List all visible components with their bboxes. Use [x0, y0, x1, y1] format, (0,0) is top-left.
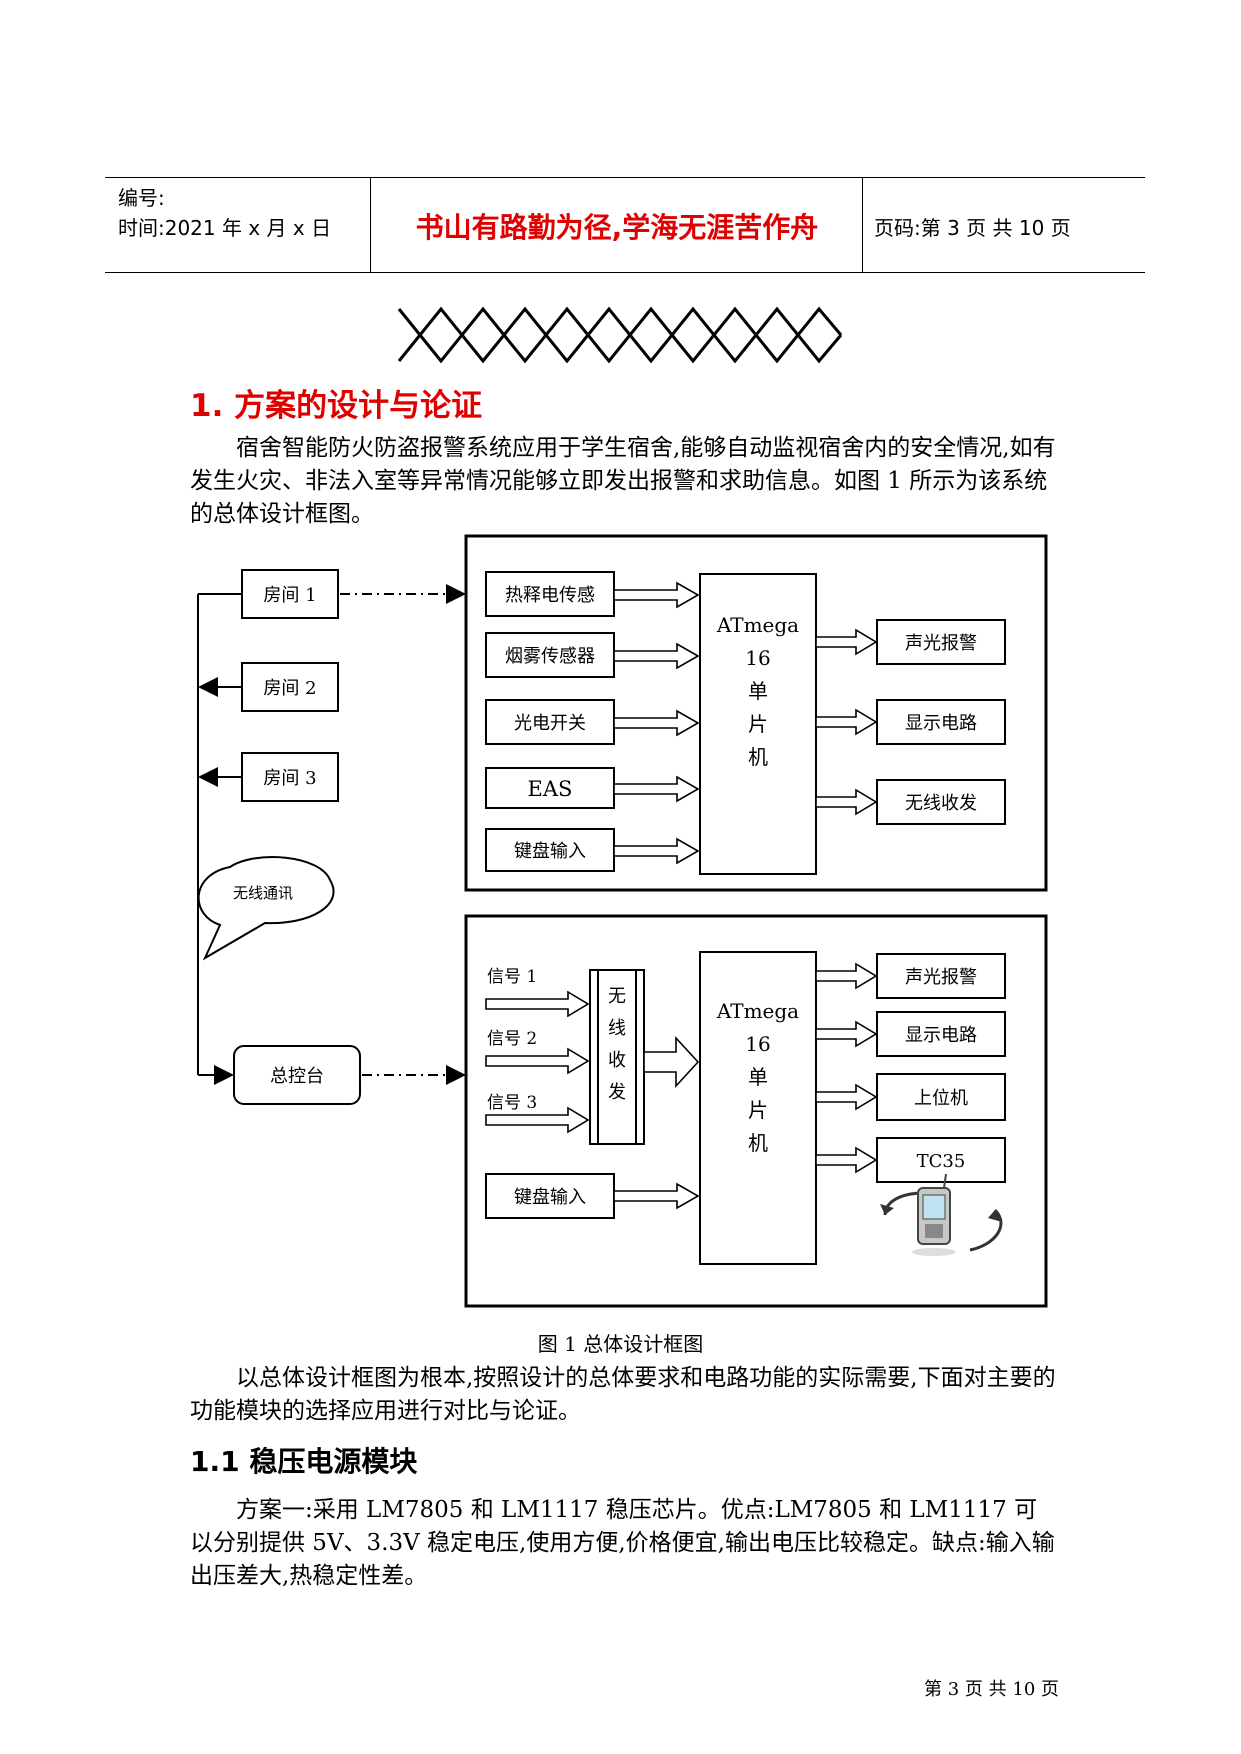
section-paragraph: 宿舍智能防火防盗报警系统应用于学生宿舍,能够自动监视宿舍内的安全情况,如有发生火… [190, 435, 1056, 527]
wireless-bubble [197, 856, 335, 961]
top-output-2-label: 显示电路 [905, 713, 977, 734]
header-time: 时间:2021 年 x 月 x 日 [118, 216, 332, 240]
system-block-diagram: 房间 1 房间 2 房间 3 总控台 无线通讯 热释电传感 烟雾传感器 光电开关… [197, 534, 1048, 1308]
top-input-3-label: 光电开关 [514, 713, 586, 734]
top-output-3-label: 无线收发 [905, 793, 977, 814]
bottom-output-1-label: 声光报警 [905, 967, 977, 988]
top-mcu-line-5: 机 [748, 745, 768, 769]
bottom-mcu-line-2: 16 [745, 1032, 770, 1056]
top-input-2-label: 烟雾传感器 [505, 646, 595, 667]
decorative-zigzag [397, 306, 843, 364]
transceiver-line-1: 无 [608, 986, 626, 1007]
top-input-5-label: 键盘输入 [514, 841, 586, 862]
phone-icon [880, 1173, 1003, 1256]
header-divider-left [370, 177, 371, 273]
header-number: 编号: [118, 186, 165, 210]
bottom-mcu-line-1: ATmega [716, 999, 799, 1023]
bottom-output-2-label: 显示电路 [905, 1025, 977, 1046]
top-output-1-label: 声光报警 [905, 633, 977, 654]
console-box [233, 1045, 361, 1105]
figure-caption: 图 1 总体设计框图 [537, 1332, 704, 1356]
header-left: 编号: 时间:2021 年 x 月 x 日 [118, 183, 331, 243]
top-mcu-line-4: 片 [748, 712, 768, 736]
transceiver-line-2: 线 [608, 1018, 626, 1039]
bottom-mcu-line-5: 机 [748, 1131, 768, 1155]
page-footer: 第 3 页 共 10 页 [924, 1679, 1059, 1700]
bottom-mcu-box [699, 951, 817, 1265]
room-3-label: 房间 3 [263, 768, 316, 789]
room-2-label: 房间 2 [263, 678, 316, 699]
bottom-mcu-line-3: 单 [748, 1065, 768, 1089]
signal-2-label: 信号 2 [487, 1029, 537, 1049]
header-bottom-rule [105, 272, 1145, 273]
top-mcu-line-3: 单 [748, 679, 768, 703]
section-title: 1. 方案的设计与论证 [190, 388, 483, 424]
header-top-rule [105, 177, 1145, 178]
top-mcu-line-2: 16 [745, 646, 770, 670]
transceiver-line-4: 发 [608, 1082, 626, 1103]
bottom-system-block [464, 914, 1048, 1308]
header-divider-right [862, 177, 863, 273]
transceiver-line-3: 收 [608, 1050, 626, 1071]
subsection-title: 1.1 稳压电源模块 [190, 1445, 418, 1478]
subsection-paragraph: 方案一:采用 LM7805 和 LM1117 稳压芯片。优点:LM7805 和 … [190, 1497, 1055, 1589]
top-input-4-label: EAS [528, 777, 573, 801]
bottom-output-4-label: TC35 [917, 1151, 966, 1172]
top-mcu-line-1: ATmega [716, 613, 799, 637]
bottom-mcu-line-4: 片 [748, 1098, 768, 1122]
bottom-output-3-label: 上位机 [914, 1088, 968, 1109]
signal-1-label: 信号 1 [487, 967, 537, 987]
signal-3-label: 信号 3 [487, 1093, 537, 1113]
wireless-bubble-label: 无线通讯 [233, 884, 293, 902]
top-system-block [464, 534, 1048, 892]
header-page-info: 页码:第 3 页 共 10 页 [874, 216, 1071, 240]
paragraph-2: 以总体设计框图为根本,按照设计的总体要求和电路功能的实际需要,下面对主要的功能模… [190, 1365, 1056, 1424]
top-input-1-label: 热释电传感 [505, 585, 595, 606]
console-label: 总控台 [270, 1066, 324, 1087]
room-1-label: 房间 1 [263, 585, 316, 606]
header-motto: 书山有路勤为径,学海无涯苦作舟 [415, 211, 819, 244]
bottom-keyboard-label: 键盘输入 [514, 1187, 586, 1208]
